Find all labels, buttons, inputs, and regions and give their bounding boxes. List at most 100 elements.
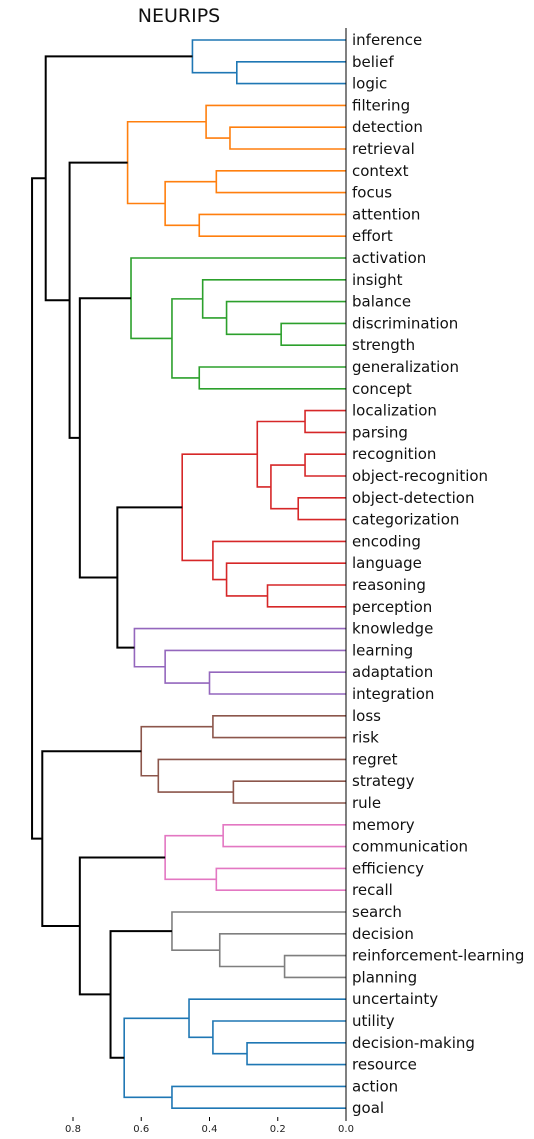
leaf-label: context — [352, 162, 409, 180]
leaf-label: balance — [352, 293, 411, 311]
leaf-label: loss — [352, 707, 381, 725]
link-m21 — [225, 562, 346, 597]
leaf-label: perception — [352, 598, 432, 616]
leaf-label: resource — [352, 1056, 417, 1074]
leaf-label: risk — [352, 729, 379, 747]
link-m19 — [256, 420, 306, 488]
link-m29 — [68, 161, 128, 439]
leaf-label: discrimination — [352, 314, 458, 332]
link-m5 — [215, 170, 346, 194]
leaf-label: goal — [352, 1099, 384, 1117]
leaf-label: communication — [352, 838, 468, 856]
link-m6 — [198, 213, 346, 237]
link-m39 — [218, 933, 346, 968]
link-m26 — [133, 627, 346, 668]
dendrogram-links — [31, 39, 346, 1109]
leaf-label: parsing — [352, 423, 408, 441]
leaf-label: rule — [352, 794, 381, 812]
link-m27 — [116, 506, 183, 649]
link-m24 — [208, 671, 346, 695]
leaf-label: generalization — [352, 358, 459, 376]
link-m13 — [171, 298, 203, 379]
leaf-label: strategy — [352, 772, 415, 790]
leaf-label: retrieval — [352, 140, 415, 158]
link-m35 — [222, 824, 346, 848]
link-m36 — [215, 867, 346, 891]
leaf-label: reasoning — [352, 576, 426, 594]
x-tick-label: 0.8 — [65, 1124, 81, 1135]
link-m4 — [205, 104, 346, 139]
link-m20 — [266, 584, 346, 608]
link-m37 — [164, 834, 224, 881]
link-m47 — [78, 856, 166, 996]
link-m45 — [123, 1017, 190, 1099]
link-m32 — [232, 780, 346, 804]
leaf-label: language — [352, 554, 422, 572]
link-m44 — [171, 1085, 346, 1109]
link-m49 — [31, 177, 46, 840]
link-m38 — [283, 954, 346, 979]
link-m14 — [130, 257, 346, 340]
leaf-label: insight — [352, 271, 403, 289]
link-m2 — [191, 39, 346, 74]
link-m18 — [270, 464, 306, 510]
link-m42 — [212, 1020, 346, 1055]
link-m11 — [201, 279, 346, 319]
link-m31 — [212, 715, 346, 739]
leaf-label: adaptation — [352, 663, 433, 681]
leaf-label: recognition — [352, 445, 436, 463]
leaf-label: decision — [352, 925, 414, 943]
leaf-label: utility — [352, 1012, 395, 1030]
link-m8 — [126, 120, 207, 205]
x-tick-label: 0.6 — [133, 1124, 149, 1135]
leaf-label: recall — [352, 881, 393, 899]
leaf-label: knowledge — [352, 620, 433, 638]
leaf-label: logic — [352, 75, 387, 93]
leaf-label: focus — [352, 184, 392, 202]
leaf-label: regret — [352, 750, 398, 768]
x-tick-label: 0.0 — [338, 1124, 354, 1135]
leaf-label: encoding — [352, 532, 421, 550]
leaf-label: action — [352, 1077, 398, 1095]
leaf-label: planning — [352, 968, 417, 986]
leaf-label: attention — [352, 205, 420, 223]
chart-title: NEURIPS — [138, 5, 220, 27]
leaf-label: strength — [352, 336, 415, 354]
link-m30 — [44, 55, 193, 302]
link-m28 — [78, 297, 132, 579]
leaf-label: activation — [352, 249, 426, 267]
x-tick-label: 0.4 — [202, 1124, 218, 1135]
link-m34 — [140, 725, 213, 777]
leaf-label: object-recognition — [352, 467, 488, 485]
link-m46 — [109, 930, 172, 1059]
leaf-label: search — [352, 903, 402, 921]
leaf-label: object-detection — [352, 489, 474, 507]
leaf-label: uncertainty — [352, 990, 438, 1008]
leaf-label: filtering — [352, 96, 410, 114]
link-m17 — [297, 497, 346, 521]
leaf-label: localization — [352, 402, 437, 420]
leaf-label: inference — [352, 31, 422, 49]
leaf-label: integration — [352, 685, 434, 703]
link-m15 — [304, 409, 346, 434]
leaf-label: decision-making — [352, 1034, 475, 1052]
link-m7 — [164, 180, 217, 227]
link-m3 — [229, 126, 346, 150]
leaf-labels: inference belief logic filtering detection re… — [352, 31, 524, 1117]
link-m33 — [157, 758, 346, 793]
link-m48 — [41, 750, 142, 927]
link-m41 — [246, 1042, 346, 1066]
x-tick-label: 0.2 — [270, 1124, 286, 1135]
link-m23 — [181, 453, 258, 562]
leaf-label: learning — [352, 641, 413, 659]
link-m40 — [171, 911, 346, 951]
leaf-label: belief — [352, 53, 394, 71]
leaf-label: categorization — [352, 511, 459, 529]
link-m16 — [304, 453, 346, 477]
leaf-label: reinforcement-learning — [352, 947, 524, 965]
link-m1 — [236, 61, 346, 85]
leaf-label: detection — [352, 118, 423, 136]
link-m10 — [225, 300, 346, 336]
x-axis: 0.8 0.6 0.4 0.2 0.0 — [65, 28, 354, 1135]
